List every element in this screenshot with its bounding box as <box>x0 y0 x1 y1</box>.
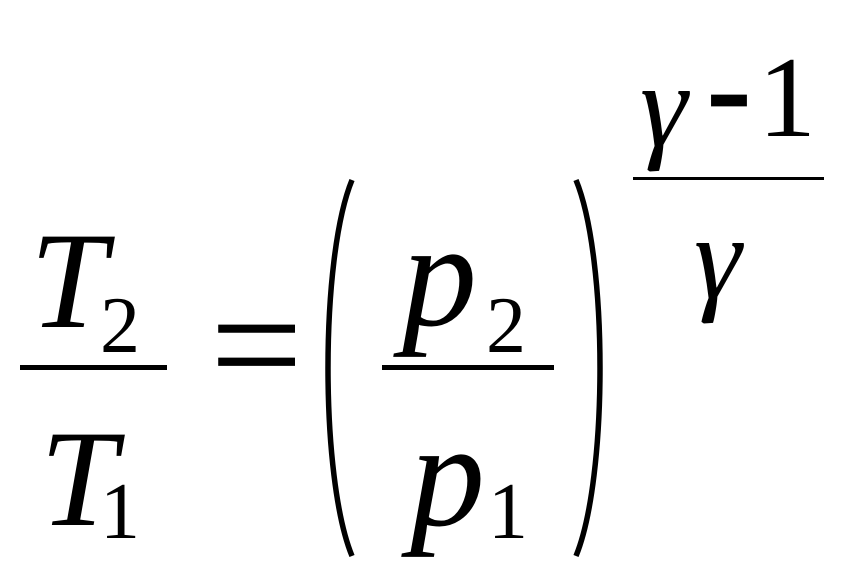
rhs-denominator-symbol: p <box>410 392 485 558</box>
rhs-fraction-bar <box>382 365 554 370</box>
exponent-denominator-symbol: γ <box>694 191 742 324</box>
lhs-denominator-subscript: 1 <box>100 468 140 556</box>
lhs-numerator-symbol: T <box>30 204 107 357</box>
exponent-fraction-bar <box>633 177 824 180</box>
lhs-numerator-subscript: 2 <box>100 282 140 370</box>
lhs-denominator-symbol: T <box>40 402 117 555</box>
exponent-minus-sign: - <box>706 10 752 163</box>
rhs-denominator-subscript: 1 <box>488 468 528 556</box>
rhs-numerator-symbol: p <box>402 192 477 358</box>
equals-sign: = <box>210 253 304 436</box>
lhs-fraction-bar <box>20 365 167 370</box>
right-parenthesis <box>573 178 603 558</box>
exponent-numerator-symbol: γ <box>640 39 688 172</box>
rhs-numerator-subscript: 2 <box>486 282 526 370</box>
exponent-numerator-constant: 1 <box>758 34 816 162</box>
left-parenthesis <box>325 178 355 558</box>
